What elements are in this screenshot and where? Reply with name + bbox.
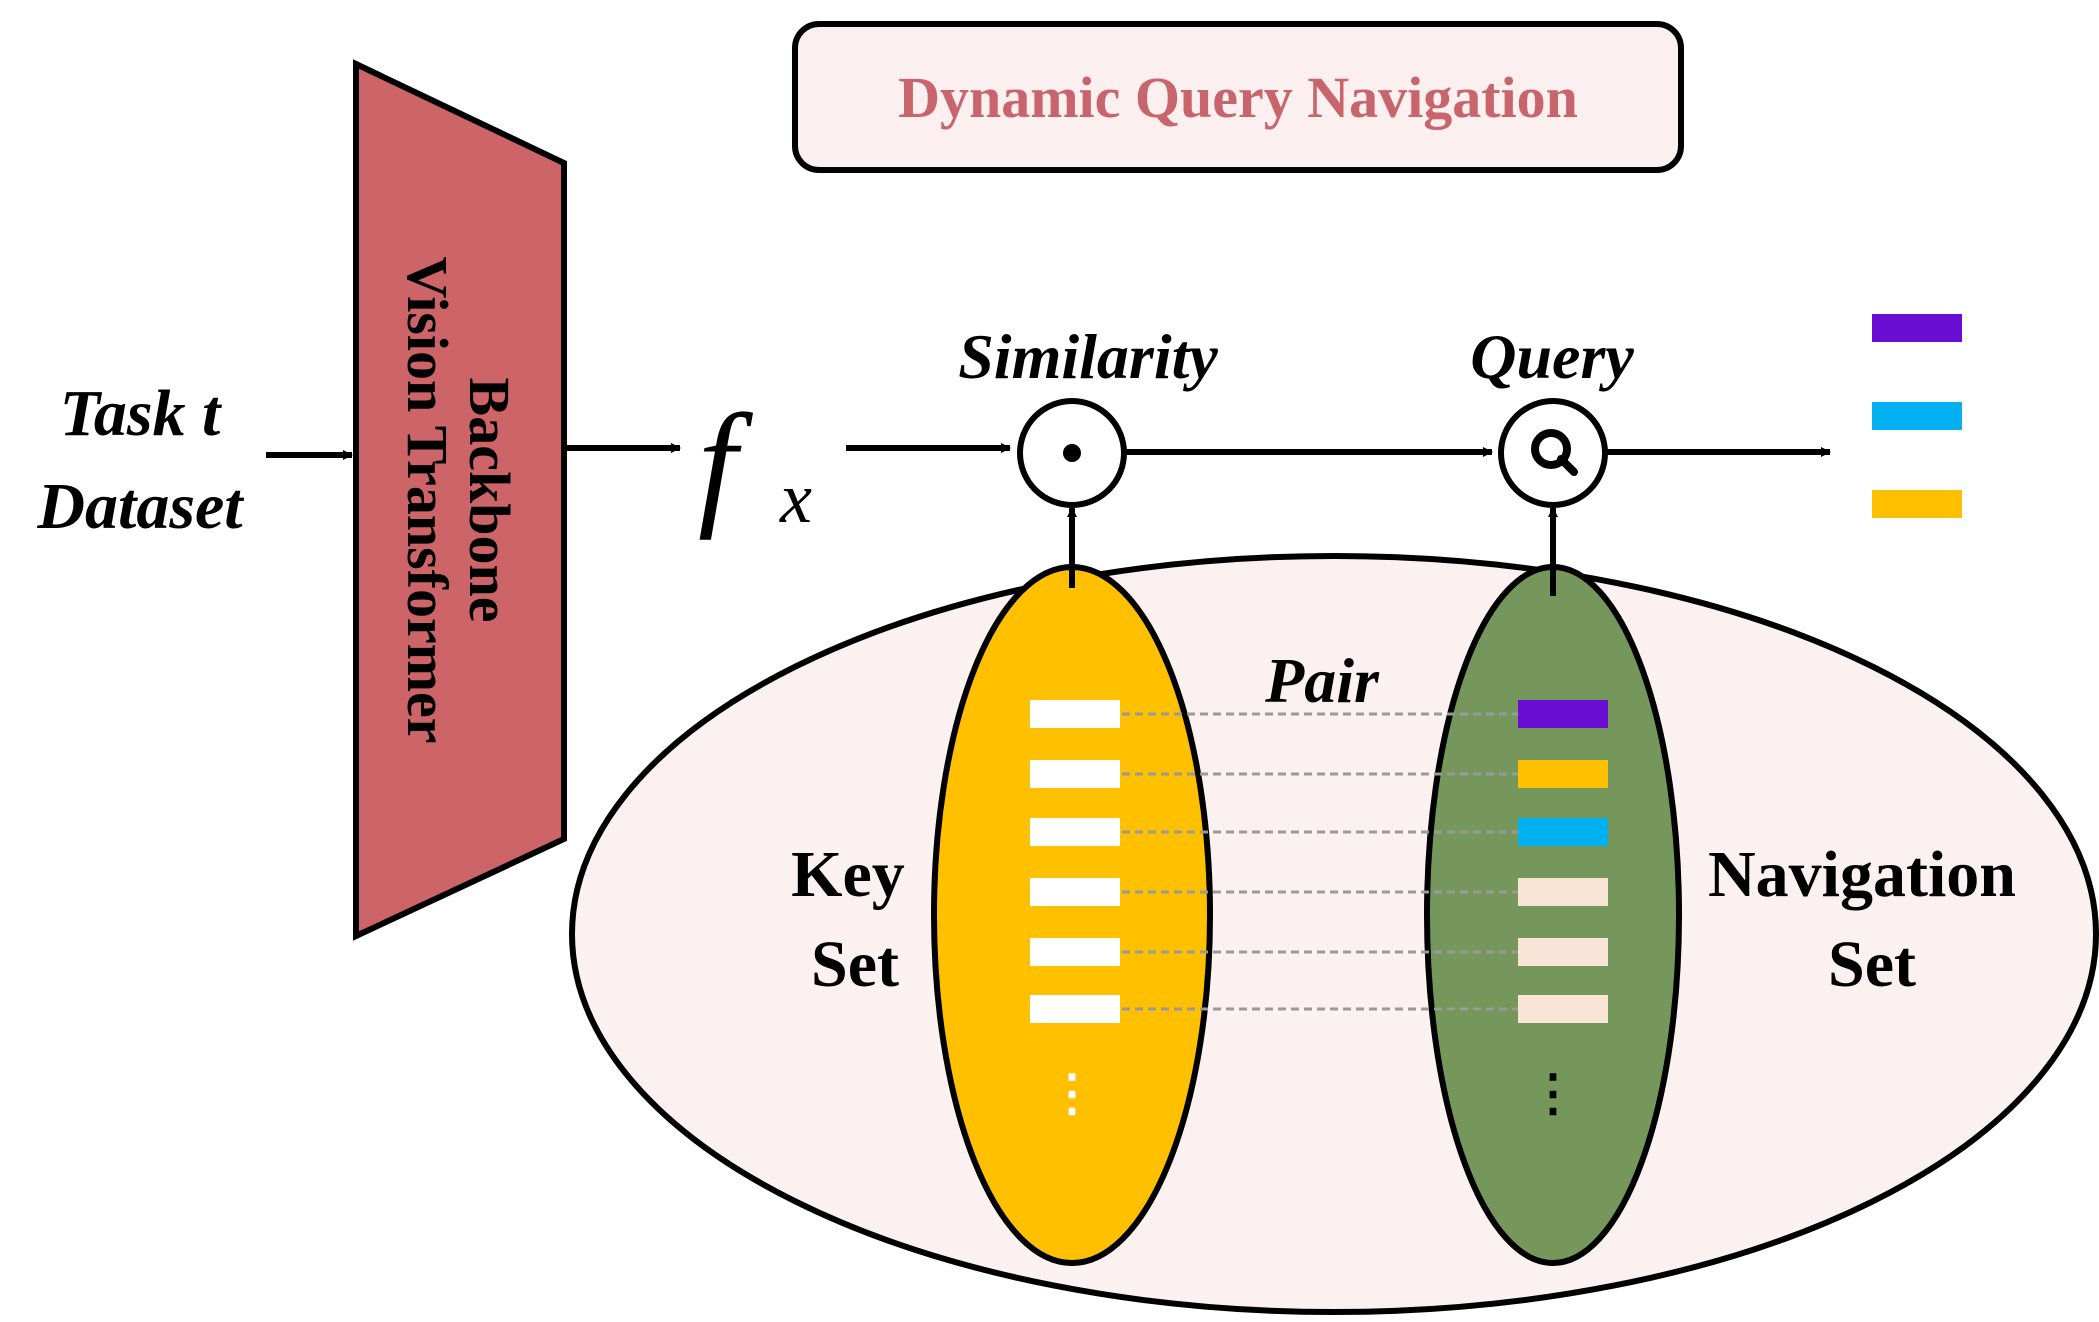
navigation-set-label-line1: Navigation [1708, 838, 2016, 911]
key-entry [1030, 760, 1120, 788]
output-entry-gold [1872, 490, 1962, 518]
output-entry-cyan [1872, 402, 1962, 430]
query-q-icon [1498, 398, 1608, 508]
output-entry-purple [1872, 314, 1962, 342]
key-entry [1030, 818, 1120, 846]
navigation-set-ellipsis: ⋮ [1528, 1065, 1578, 1121]
key-entries [1030, 700, 1120, 1023]
input-label-line1: Task t [60, 377, 222, 450]
navigation-entry-gold [1518, 760, 1608, 788]
backbone-block: Backbone Vision Transformer [353, 59, 567, 941]
pair-lines [1122, 712, 1518, 1011]
navigation-entry-purple [1518, 700, 1608, 728]
key-entry [1030, 878, 1120, 906]
title-box: Dynamic Query Navigation [792, 21, 1684, 173]
key-set-ellipse [931, 564, 1213, 1266]
feature-subscript: x [779, 458, 812, 538]
navigation-entries [1518, 700, 1608, 1023]
navigation-entry-peach [1518, 878, 1608, 906]
key-entry [1030, 938, 1120, 966]
backbone-label-line2: Vision Transformer [395, 256, 460, 743]
navigation-set-ellipse [1424, 564, 1682, 1266]
navigation-entry-peach [1518, 995, 1608, 1023]
key-set-label-line2: Set [811, 928, 899, 1001]
feature-symbol: f [698, 386, 754, 541]
key-entry [1030, 995, 1120, 1023]
dot-product-icon [1017, 398, 1127, 508]
output-entries [1872, 314, 1962, 518]
key-set-ellipsis: ⋮ [1047, 1065, 1097, 1121]
navigation-entry-peach [1518, 938, 1608, 966]
diagram-title: Dynamic Query Navigation [898, 65, 1578, 130]
key-set-label-line1: Key [791, 838, 905, 911]
similarity-label: Similarity [958, 321, 1218, 392]
key-entry [1030, 700, 1120, 728]
query-label: Query [1470, 321, 1634, 392]
input-label-line2: Dataset [36, 470, 244, 543]
navigation-entry-cyan [1518, 818, 1608, 846]
navigation-set-label-line2: Set [1828, 928, 1916, 1001]
backbone-label-line1: Backbone [457, 378, 522, 623]
pair-label: Pair [1264, 645, 1380, 716]
